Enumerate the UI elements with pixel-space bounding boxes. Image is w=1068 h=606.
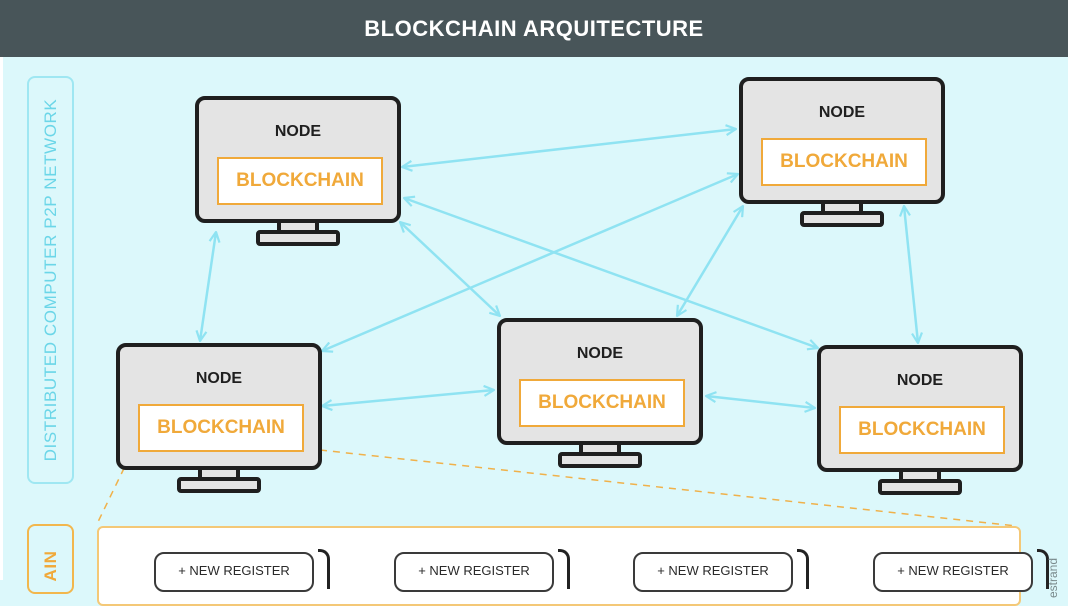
- monitor-screen: NODE BLOCKCHAIN: [195, 96, 401, 223]
- register-shadow: [558, 549, 570, 589]
- monitor-stand: [558, 452, 642, 468]
- node-label: NODE: [818, 104, 866, 121]
- blockchain-box: BLOCKCHAIN: [761, 138, 927, 186]
- chain-label-box: AIN: [27, 524, 74, 594]
- blockchain-box: BLOCKCHAIN: [138, 404, 304, 452]
- monitor-neck: [198, 470, 240, 479]
- link-node1-node4: [400, 222, 500, 316]
- new-register-block: + NEW REGISTER: [873, 552, 1033, 592]
- new-register-block: + NEW REGISTER: [633, 552, 793, 592]
- diagram-frame: [0, 57, 1068, 580]
- monitor-screen: NODE BLOCKCHAIN: [497, 318, 703, 445]
- link-node2-node3: [322, 174, 738, 351]
- monitor-stand: [177, 477, 261, 493]
- monitor-neck: [579, 445, 621, 454]
- node-label: NODE: [195, 370, 243, 387]
- network-label-box: DISTRIBUTED COMPUTER P2P NETWORK: [27, 76, 74, 484]
- node-label: NODE: [274, 123, 322, 140]
- register-shadow: [797, 549, 809, 589]
- link-node4-node5: [706, 396, 815, 408]
- node-label: NODE: [896, 372, 944, 389]
- monitor-stand: [800, 211, 884, 227]
- register-label: + NEW REGISTER: [897, 563, 1009, 578]
- monitor-screen: NODE BLOCKCHAIN: [817, 345, 1023, 472]
- register-shadow: [318, 549, 330, 589]
- monitor-neck: [821, 204, 863, 213]
- monitor-screen: NODE BLOCKCHAIN: [739, 77, 945, 204]
- register-shadow: [1037, 549, 1049, 589]
- link-node3-node4: [322, 390, 494, 406]
- node-label: NODE: [576, 345, 624, 362]
- link-node2-node5: [904, 206, 918, 343]
- link-node2-node4: [677, 206, 743, 316]
- monitor-neck: [899, 472, 941, 481]
- new-register-block: + NEW REGISTER: [154, 552, 314, 592]
- monitor-stand: [256, 230, 340, 246]
- new-register-block: + NEW REGISTER: [394, 552, 554, 592]
- title-bar: BLOCKCHAIN ARQUITECTURE: [0, 0, 1068, 57]
- link-node1-node2: [402, 129, 736, 167]
- blockchain-box: BLOCKCHAIN: [519, 379, 685, 427]
- page-title: BLOCKCHAIN ARQUITECTURE: [364, 15, 704, 41]
- chain-label: AIN: [40, 550, 60, 582]
- p2p-links: [95, 0, 1017, 527]
- monitor-neck: [277, 223, 319, 232]
- register-label: + NEW REGISTER: [178, 563, 290, 578]
- monitor-stand: [878, 479, 962, 495]
- blockchain-box: BLOCKCHAIN: [217, 157, 383, 205]
- register-label: + NEW REGISTER: [657, 563, 769, 578]
- monitor-screen: NODE BLOCKCHAIN: [116, 343, 322, 470]
- credit-text: estrand: [1046, 557, 1060, 598]
- link-node1-node3: [200, 232, 216, 341]
- register-label: + NEW REGISTER: [418, 563, 530, 578]
- blockchain-box: BLOCKCHAIN: [839, 406, 1005, 454]
